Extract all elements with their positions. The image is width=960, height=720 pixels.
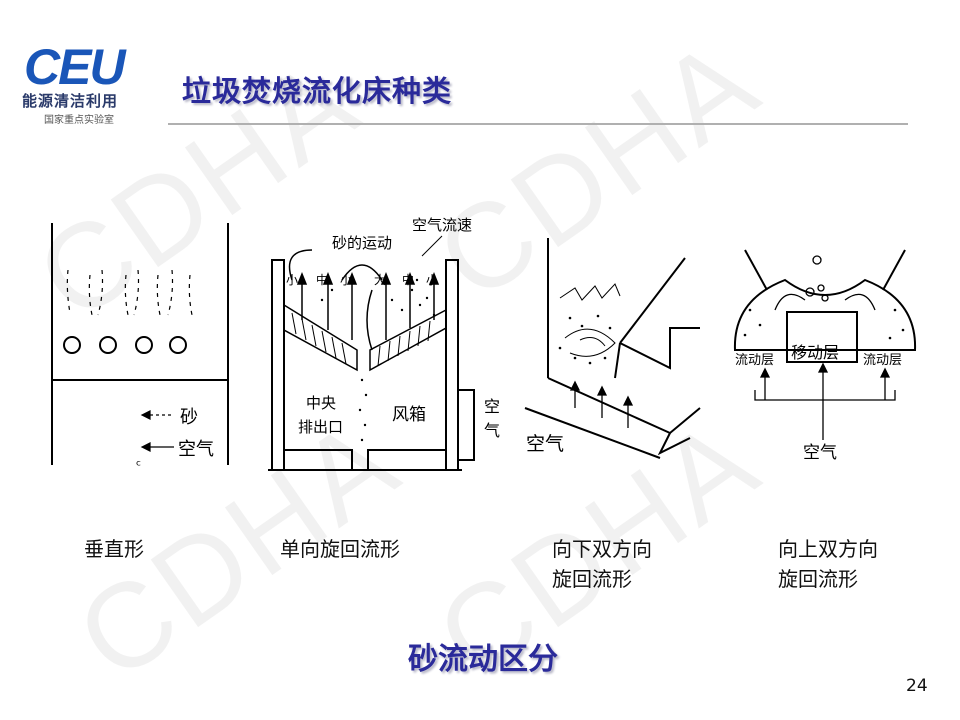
caption-single-swirl: 单向旋回流形 <box>280 534 400 564</box>
label-air: 空气 <box>526 433 564 455</box>
caption-line: 垂直形 <box>84 537 144 561</box>
label-center-outlet-2: 排出口 <box>298 418 343 436</box>
caption-line: 向下双方向 <box>552 537 652 561</box>
caption-upward-swirl: 向上双方向 旋回流形 <box>778 534 878 594</box>
caption-line: 向上双方向 <box>778 537 878 561</box>
label-sand-motion: 砂的运动 <box>332 234 392 252</box>
label-moving-layer: 移动层 <box>791 343 839 362</box>
caption-line: 单向旋回流形 <box>280 537 400 561</box>
page-title: 垃圾焚烧流化床种类 <box>182 74 453 108</box>
diagram-vertical: 砂 空气 ᶜ <box>51 223 229 474</box>
label-center-outlet-1: 中央 <box>306 394 336 412</box>
label-small-left2: 小 <box>340 273 352 287</box>
logo-name: 能源清洁利用 <box>22 92 119 110</box>
label-small-left: 小 <box>286 273 298 287</box>
caption-downward-swirl: 向下双方向 旋回流形 <box>552 534 652 594</box>
label-flow-layer-left: 流动层 <box>735 353 774 368</box>
caption-line: 旋回流形 <box>552 567 632 591</box>
label-air-1: 空 <box>484 397 500 416</box>
diagram-downward-swirl: 空气 <box>524 238 701 459</box>
sand-mark-icon: ᶜ <box>136 458 141 474</box>
label-air: 空气 <box>178 439 214 460</box>
title-divider <box>168 123 908 125</box>
label-air-velocity: 空气流速 <box>412 216 472 234</box>
section-heading: 砂流动区分 <box>408 642 558 677</box>
caption-line: 旋回流形 <box>778 567 858 591</box>
diagram-single-swirl: 砂的运动 空气流速 小 中 小 大 中 小 中央 排出口 风箱 空 气 <box>268 216 500 471</box>
logo-subtitle: 国家重点实验室 <box>44 115 114 126</box>
diagram-upward-swirl: 流动层 移动层 流动层 空气 <box>733 249 917 463</box>
label-air: 空气 <box>803 443 837 463</box>
page-number: 24 <box>906 676 928 696</box>
label-medium-right: 中 <box>402 272 414 287</box>
label-large: 大 <box>374 273 386 287</box>
logo-mark: CEU <box>24 39 126 95</box>
label-flow-layer-right: 流动层 <box>863 353 902 368</box>
label-medium-left: 中 <box>316 272 328 287</box>
label-sand: 砂 <box>180 407 198 428</box>
label-windbox: 风箱 <box>392 405 426 425</box>
label-air-2: 气 <box>484 421 500 440</box>
label-small-right: 小 <box>426 273 438 287</box>
caption-vertical: 垂直形 <box>84 534 144 564</box>
